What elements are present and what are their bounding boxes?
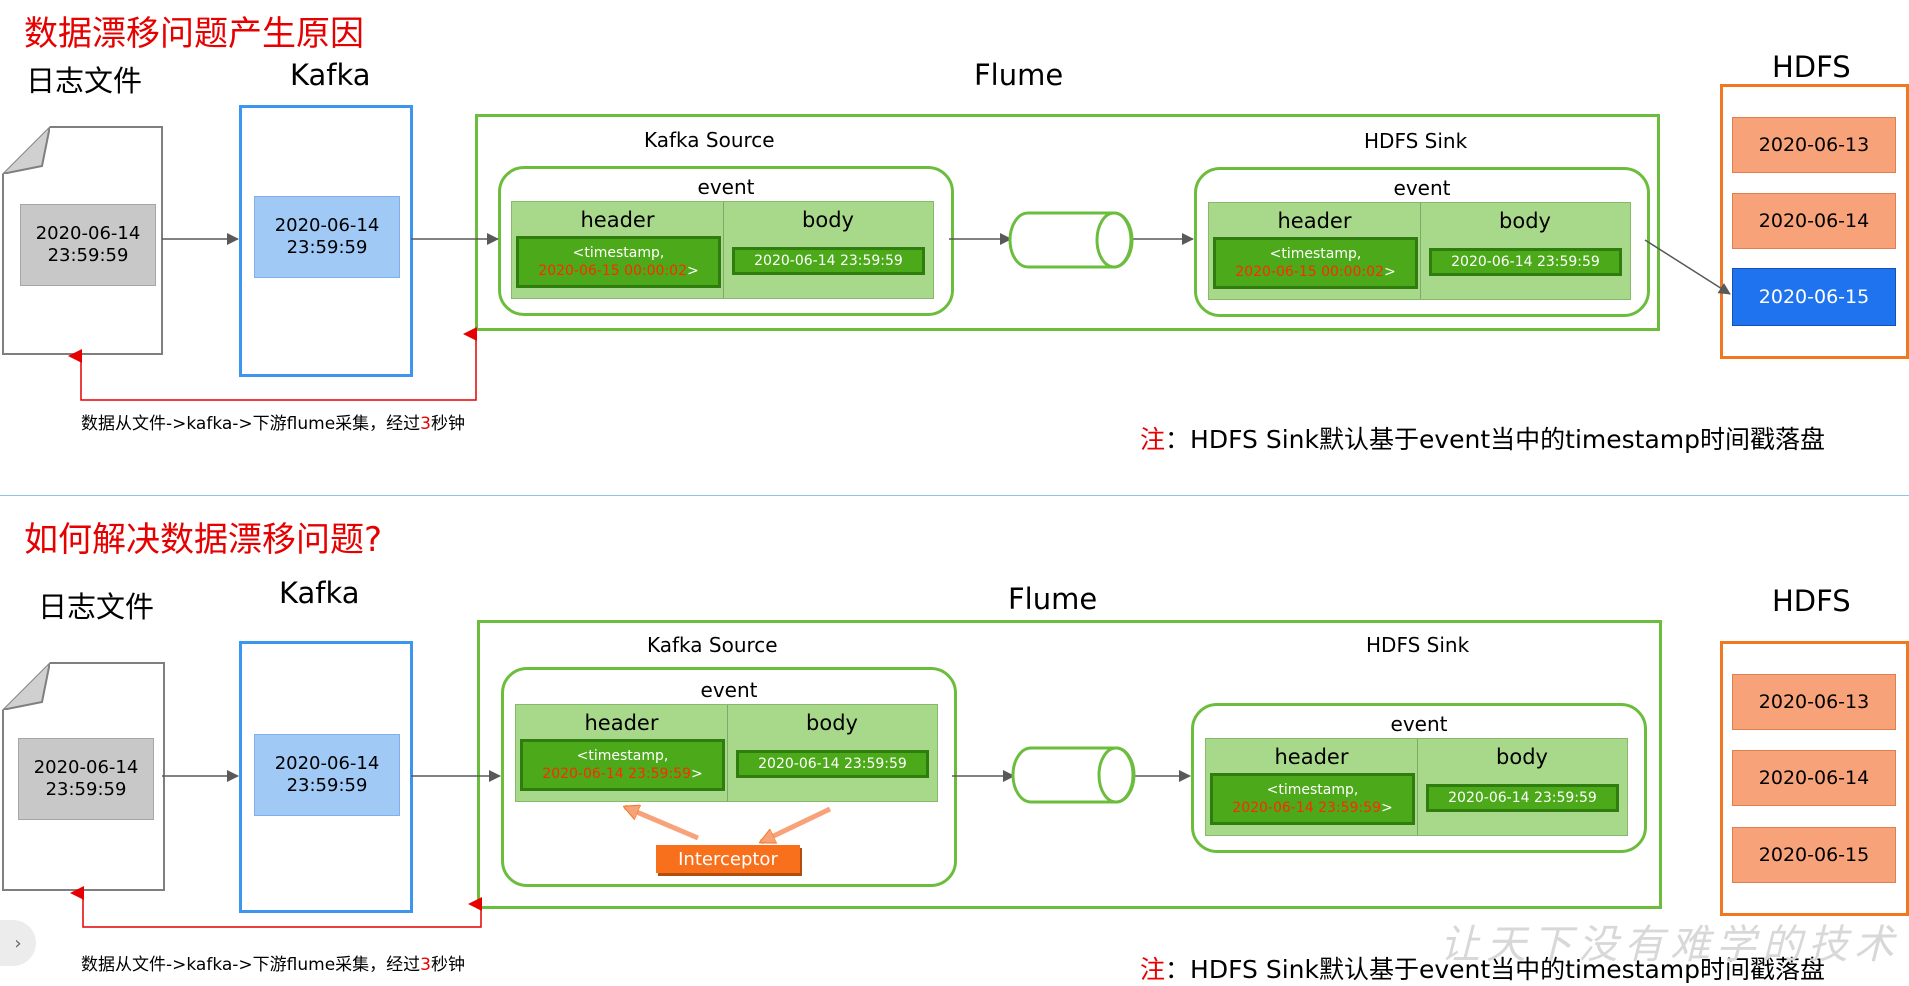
header-timestamp: <timestamp, 2020-06-14 23:59:59> [520,739,725,791]
top-title: 数据漂移问题产生原因 [24,14,364,54]
body-value: 2020-06-14 23:59:59 [732,247,925,275]
bottom-note: 注：HDFS Sink默认基于event当中的timestamp时间戳落盘 [1140,955,1826,984]
kafka-record-date: 2020-06-14 [274,753,380,774]
header-label: header [580,208,655,232]
log-file: 2020-06-14 23:59:59 [2,662,165,891]
body-label: body [1499,209,1551,233]
body-label: body [802,208,854,232]
delay-path [70,886,482,928]
event-title: event [700,678,758,702]
timestamp-value: 2020-06-14 23:59:59 [1232,800,1381,816]
event-inner: header body <timestamp, 2020-06-14 23:59… [1205,738,1628,836]
sink-event: event header body <timestamp, 2020-06-15… [1194,167,1650,317]
kafka-record: 2020-06-14 23:59:59 [254,734,400,816]
body-value: 2020-06-14 23:59:59 [1426,784,1619,812]
hdfs-dir: 2020-06-13 [1732,117,1896,173]
event-title: event [1390,712,1448,736]
header-timestamp: <timestamp, 2020-06-14 23:59:59> [1210,773,1415,825]
hdfs-sink-label: HDFS Sink [1366,633,1470,657]
channel-cylinder [1008,211,1134,269]
file-record-date: 2020-06-14 [33,757,139,778]
hdfs-label: HDFS [1772,584,1851,618]
file-record: 2020-06-14 23:59:59 [20,204,156,286]
interceptor-arrow-header [625,807,699,841]
event-inner: header body <timestamp, 2020-06-14 23:59… [515,704,938,802]
file-record-time: 23:59:59 [45,779,127,800]
kafka-container: 2020-06-14 23:59:59 [239,641,413,913]
kafka-label: Kafka [290,58,371,92]
event-title: event [697,175,755,199]
event-title: event [1393,176,1451,200]
timestamp-key: <timestamp, [572,245,665,261]
kafka-label: Kafka [279,576,360,610]
hdfs-dir-highlight: 2020-06-15 [1732,268,1896,326]
hdfs-label: HDFS [1772,50,1851,84]
hdfs-dir: 2020-06-15 [1732,827,1896,883]
log-file: 2020-06-14 23:59:59 [2,126,163,355]
kafka-record: 2020-06-14 23:59:59 [254,196,400,278]
kafka-record-time: 23:59:59 [286,775,368,796]
kafka-source-label: Kafka Source [647,633,778,657]
timestamp-key: <timestamp, [1266,782,1359,798]
header-label: header [584,711,659,735]
body-label: body [1496,745,1548,769]
body-value: 2020-06-14 23:59:59 [736,750,929,778]
header-label: header [1277,209,1352,233]
flume-label: Flume [1008,582,1098,616]
hdfs-dir: 2020-06-13 [1732,674,1896,730]
kafka-source-label: Kafka Source [644,128,775,152]
flume-label: Flume [974,58,1064,92]
body-value: 2020-06-14 23:59:59 [1429,248,1622,276]
logfile-label: 日志文件 [26,64,143,98]
watermark: 让天下没有难学的技术 [1440,922,1900,968]
delay-caption: 数据从文件->kafka->下游flume采集，经过3秒钟 [81,414,465,434]
top-note: 注：HDFS Sink默认基于event当中的timestamp时间戳落盘 [1140,425,1826,454]
bottom-title: 如何解决数据漂移问题? [24,520,383,560]
arrow-sink-to-hdfs [1644,239,1731,295]
file-record-time: 23:59:59 [47,245,129,266]
body-label: body [806,711,858,735]
timestamp-key: <timestamp, [576,748,669,764]
source-event: event header body <timestamp, 2020-06-15… [498,166,954,316]
source-event: event header body <timestamp, 2020-06-14… [501,667,957,887]
file-fold-icon [2,126,50,174]
timestamp-value: 2020-06-14 23:59:59 [542,766,691,782]
event-inner: header body <timestamp, 2020-06-15 00:00… [1208,202,1631,300]
timestamp-value: 2020-06-15 00:00:02 [538,263,687,279]
hdfs-sink-label: HDFS Sink [1364,129,1468,153]
section-divider [0,495,1909,496]
hdfs-dir: 2020-06-14 [1732,750,1896,806]
hdfs-container: 2020-06-13 2020-06-14 2020-06-15 [1720,641,1909,916]
interceptor-box: Interceptor [656,845,800,873]
header-timestamp: <timestamp, 2020-06-15 00:00:02> [516,236,721,288]
timestamp-value: 2020-06-15 00:00:02 [1235,264,1384,280]
channel-cylinder [1011,746,1136,804]
kafka-record-time: 23:59:59 [286,237,368,258]
hdfs-dir: 2020-06-14 [1732,193,1896,249]
kafka-record-date: 2020-06-14 [274,215,380,236]
expand-panel-button[interactable]: › [0,920,36,966]
delay-caption: 数据从文件->kafka->下游flume采集，经过3秒钟 [81,955,465,975]
header-label: header [1274,745,1349,769]
sink-event: event header body <timestamp, 2020-06-14… [1191,703,1647,853]
file-fold-icon [2,662,50,710]
hdfs-container: 2020-06-13 2020-06-14 2020-06-15 [1720,84,1909,359]
delay-path [68,327,477,401]
chevron-right-icon: › [14,932,22,954]
file-record-date: 2020-06-14 [35,223,141,244]
event-inner: header body <timestamp, 2020-06-15 00:00… [511,201,934,299]
file-record: 2020-06-14 23:59:59 [18,738,154,820]
header-timestamp: <timestamp, 2020-06-15 00:00:02> [1213,237,1418,289]
logfile-label: 日志文件 [38,590,155,624]
timestamp-key: <timestamp, [1269,246,1362,262]
interceptor-arrow-body [761,806,832,845]
